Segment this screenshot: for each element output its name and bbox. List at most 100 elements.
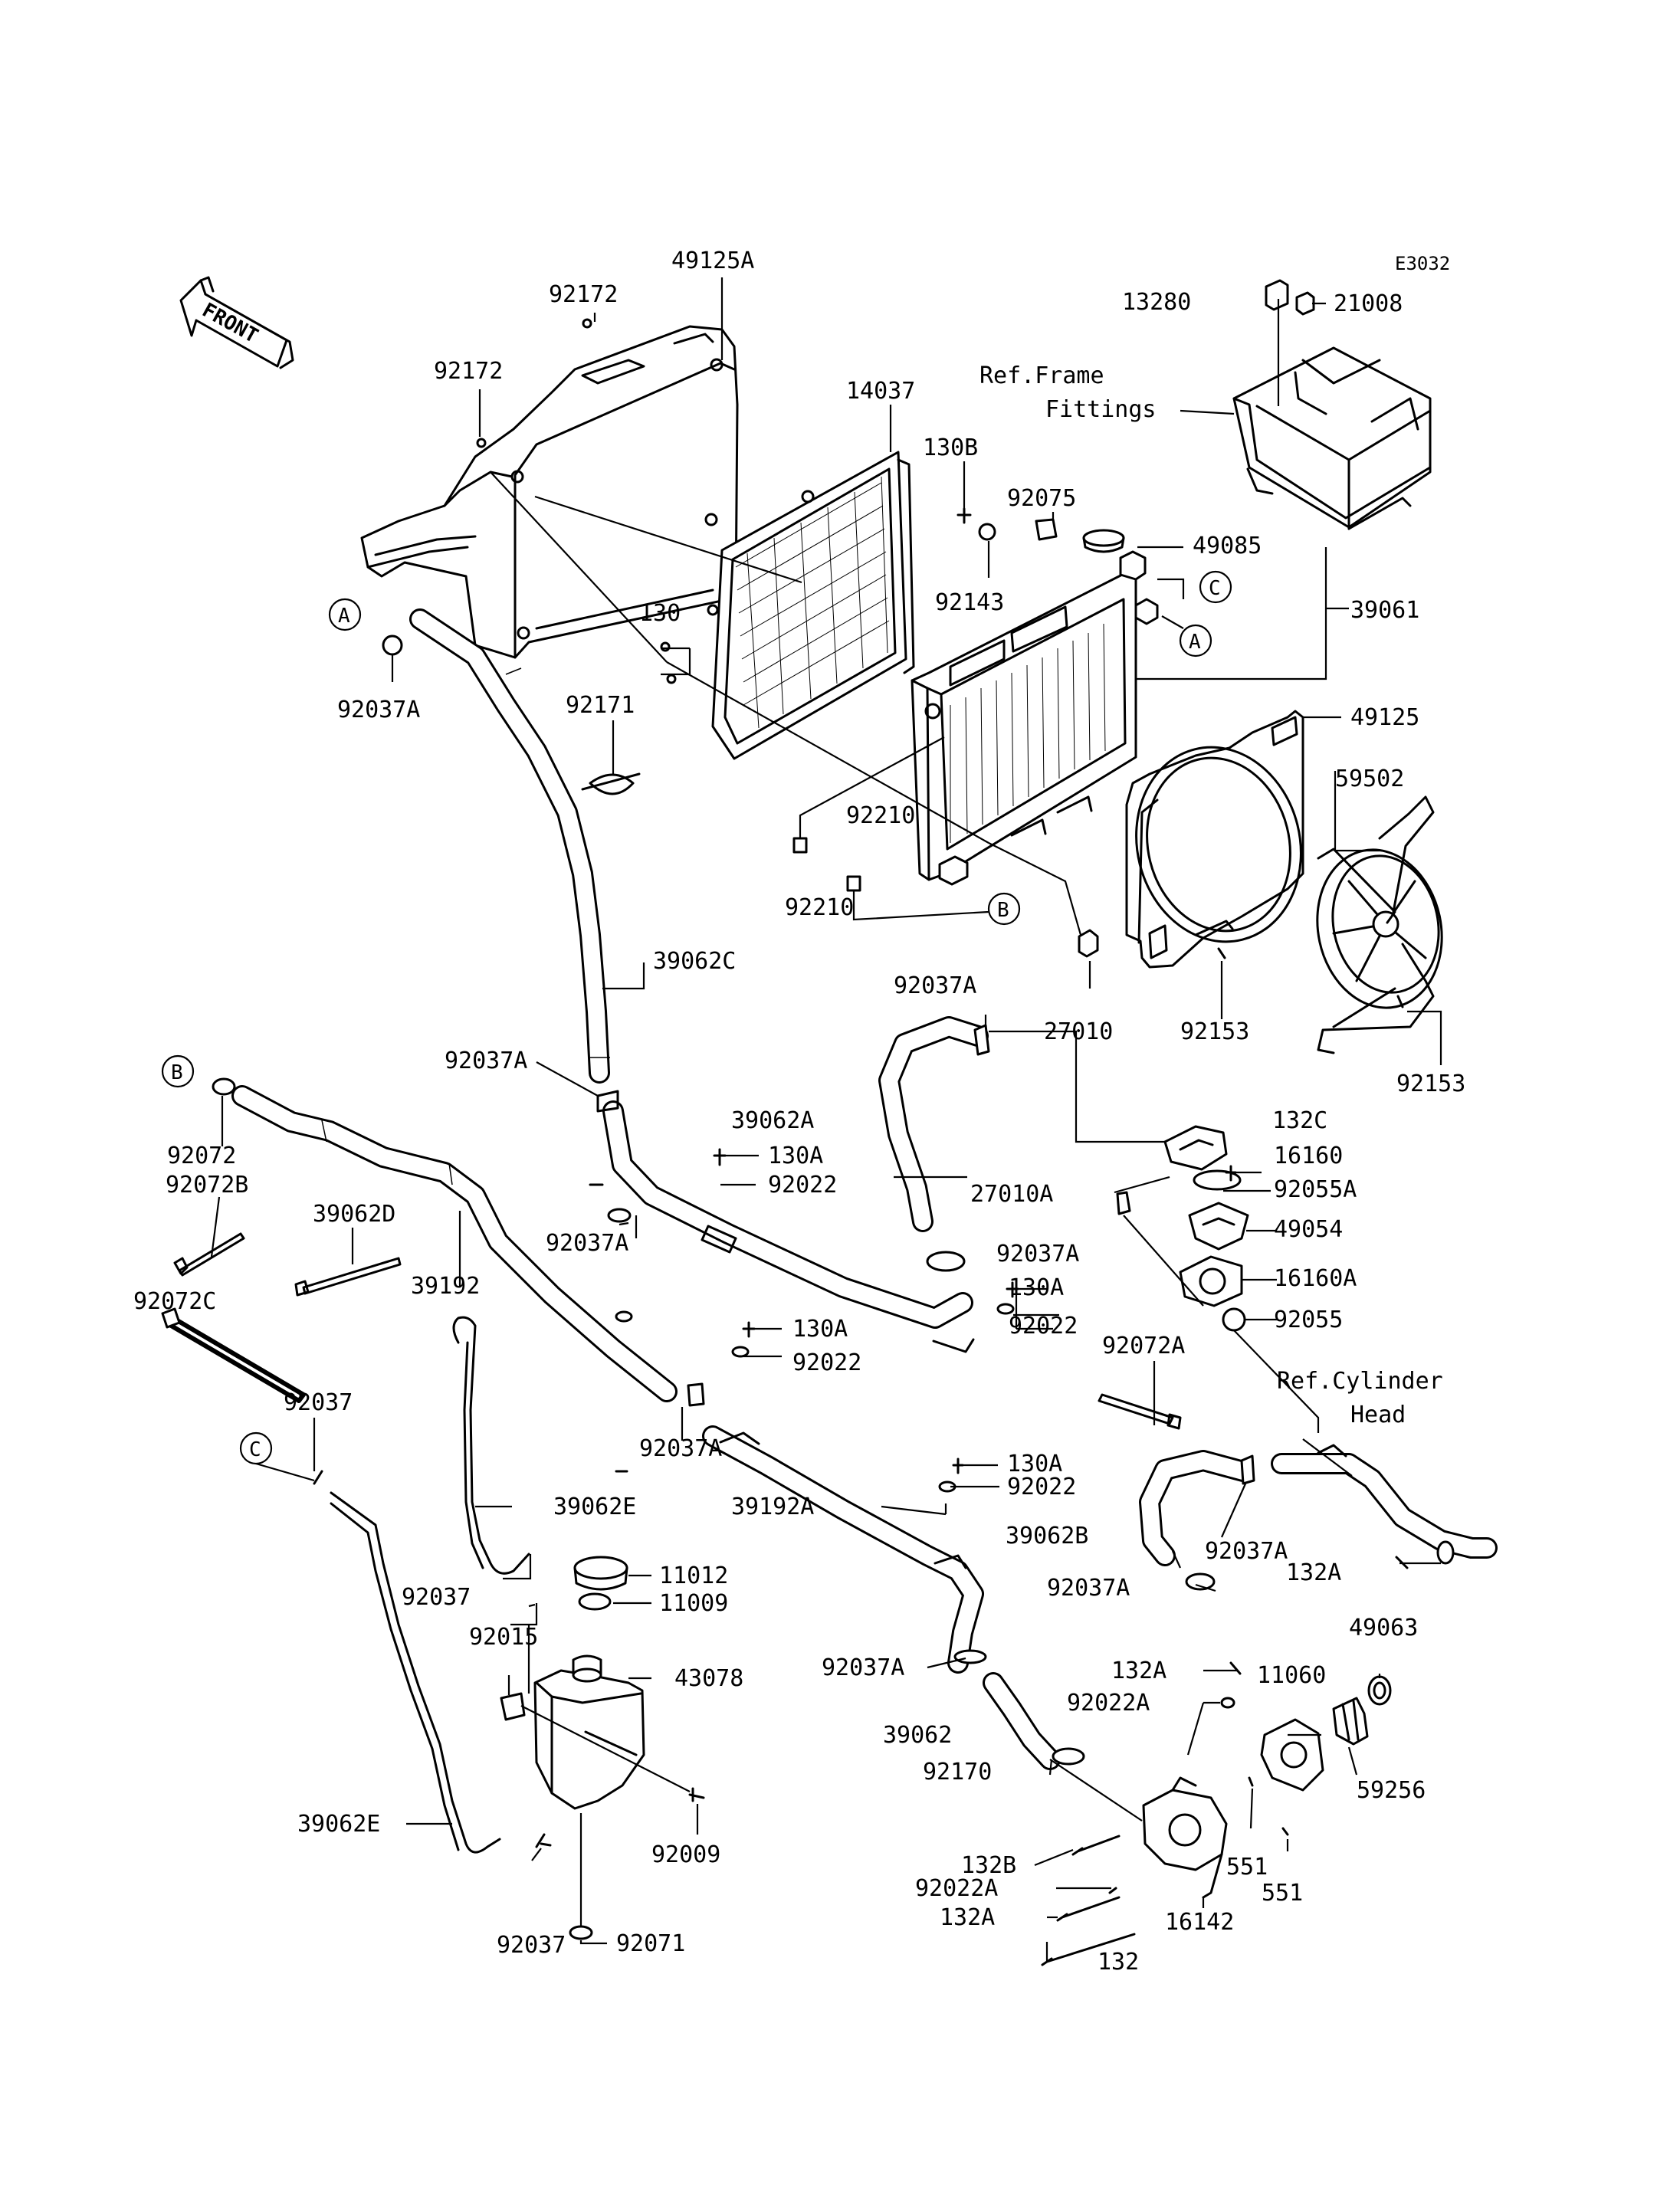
part-label: 92015 <box>469 1624 538 1651</box>
ref-circle-B-left: B <box>161 1054 195 1088</box>
pump-cover-11060 <box>1260 1718 1324 1792</box>
part-label: 92143 <box>935 589 1004 616</box>
bushing-92071 <box>569 1925 593 1940</box>
part-label: 13280 <box>1122 289 1191 316</box>
part-label: 21008 <box>1334 290 1403 317</box>
ref-circle-B-right: B <box>987 892 1021 926</box>
part-label: 92055A <box>1274 1176 1357 1203</box>
svg-text:Head: Head <box>1350 1402 1406 1428</box>
part-label: 130A <box>1007 1451 1062 1477</box>
ref-circle-A-right: A <box>1179 624 1212 657</box>
part-label: 27010 <box>1044 1018 1113 1045</box>
part-label: 92037A <box>337 697 420 723</box>
radiator-shroud-left <box>360 325 739 659</box>
part-label: 92075 <box>1007 485 1076 512</box>
ref-frame-fittings-label: Ref.Frame Fittings <box>979 362 1157 423</box>
part-label: 11012 <box>659 1562 728 1589</box>
svg-text:B: B <box>171 1061 183 1084</box>
part-label: 132 <box>1098 1949 1139 1976</box>
part-label: 16160A <box>1274 1265 1357 1292</box>
reservoir-tank <box>500 1654 645 1810</box>
ref-circle-C-left: C <box>239 1431 273 1465</box>
thermostat-housing <box>1163 1125 1249 1332</box>
part-label: 39192A <box>731 1494 814 1520</box>
ref-cylinder-head-label: Ref.Cylinder Head <box>1277 1368 1443 1428</box>
part-label: 39062E <box>297 1811 380 1838</box>
part-label: 11009 <box>659 1590 728 1617</box>
water-pump <box>1142 1776 1228 1899</box>
part-label: 92210 <box>785 894 854 921</box>
part-label: 92172 <box>549 281 618 308</box>
part-label: 92153 <box>1396 1071 1465 1097</box>
part-label: 92153 <box>1180 1018 1249 1045</box>
pipe-cylinder-head <box>1271 1444 1498 1565</box>
radiator-cap <box>1082 529 1125 553</box>
part-label: 92071 <box>616 1930 685 1957</box>
svg-text:C: C <box>1209 577 1221 600</box>
svg-text:Ref.Frame: Ref.Frame <box>979 362 1104 389</box>
part-label: 92037A <box>546 1230 628 1257</box>
svg-text:Ref.Cylinder: Ref.Cylinder <box>1277 1368 1443 1395</box>
part-label: 59256 <box>1357 1777 1426 1804</box>
hose-39062C <box>409 608 610 1084</box>
part-label: 49125A <box>671 248 754 274</box>
part-label: 39062 <box>883 1722 952 1749</box>
gasket-11009 <box>578 1592 612 1611</box>
fan-shroud <box>1125 710 1304 969</box>
part-label: 49063 <box>1349 1615 1418 1641</box>
part-label: 130 <box>639 600 681 627</box>
svg-text:B: B <box>997 899 1009 922</box>
front-arrow-icon: FRONT <box>179 276 294 369</box>
radiator <box>911 550 1159 886</box>
hose-39062D <box>231 1085 678 1402</box>
part-label: 132B <box>961 1852 1016 1879</box>
part-label: 43078 <box>674 1665 743 1692</box>
screen-mesh <box>735 476 890 729</box>
cooling-fan <box>1316 795 1443 1054</box>
radiator-screen <box>707 451 915 760</box>
part-label: 92037A <box>822 1654 904 1681</box>
part-label: 92037 <box>402 1584 471 1611</box>
part-label: 14037 <box>846 378 915 405</box>
part-label: 130A <box>1009 1274 1064 1301</box>
part-label: 92022 <box>1009 1313 1078 1340</box>
part-label: 92022A <box>915 1875 998 1902</box>
seal-49063 <box>1367 1675 1392 1706</box>
clamp-92171 <box>581 772 641 795</box>
hose-39192A <box>702 1425 984 1674</box>
hose-39062B <box>1139 1450 1254 1566</box>
part-labels: 49125A 92172 92172 14037 130B 92075 9214… <box>133 248 1465 1976</box>
part-label: 92037A <box>1205 1538 1288 1565</box>
connector-13280 <box>1265 279 1289 311</box>
reservoir-cap-11012 <box>573 1556 628 1591</box>
part-label: 132A <box>1111 1658 1166 1684</box>
sensor-27010A <box>1116 1191 1131 1215</box>
part-label: 132A <box>1286 1559 1341 1586</box>
part-label: 92022 <box>792 1349 861 1376</box>
part-label: 92022 <box>1007 1474 1076 1500</box>
part-label: 130A <box>768 1143 823 1169</box>
part-label: 92037A <box>639 1435 722 1462</box>
clamps <box>212 635 1255 1848</box>
part-label: 39062E <box>553 1494 636 1520</box>
part-label: 49085 <box>1193 533 1262 559</box>
part-label: 92037A <box>894 972 976 999</box>
part-label: 92170 <box>923 1759 992 1785</box>
part-label: 551 <box>1226 1854 1268 1881</box>
part-label: 92009 <box>651 1841 720 1868</box>
part-label: 16142 <box>1165 1909 1234 1936</box>
part-label: 92022 <box>768 1172 837 1199</box>
part-label: 130A <box>792 1316 848 1343</box>
diagram-code: E3032 <box>1395 253 1450 274</box>
part-label: 39062D <box>313 1201 395 1228</box>
impeller-59256 <box>1332 1697 1369 1746</box>
part-label: 92072 <box>167 1143 236 1169</box>
part-label: 39062C <box>653 948 736 975</box>
part-label: 92022A <box>1067 1690 1150 1717</box>
tie-straps <box>161 1232 1182 1430</box>
svg-text:Fittings: Fittings <box>1045 396 1157 423</box>
part-label: 92037A <box>445 1048 527 1074</box>
ref-circle-A-left: A <box>328 598 362 631</box>
hose-39062E-upper <box>452 1316 530 1575</box>
part-label: 16160 <box>1274 1143 1343 1169</box>
